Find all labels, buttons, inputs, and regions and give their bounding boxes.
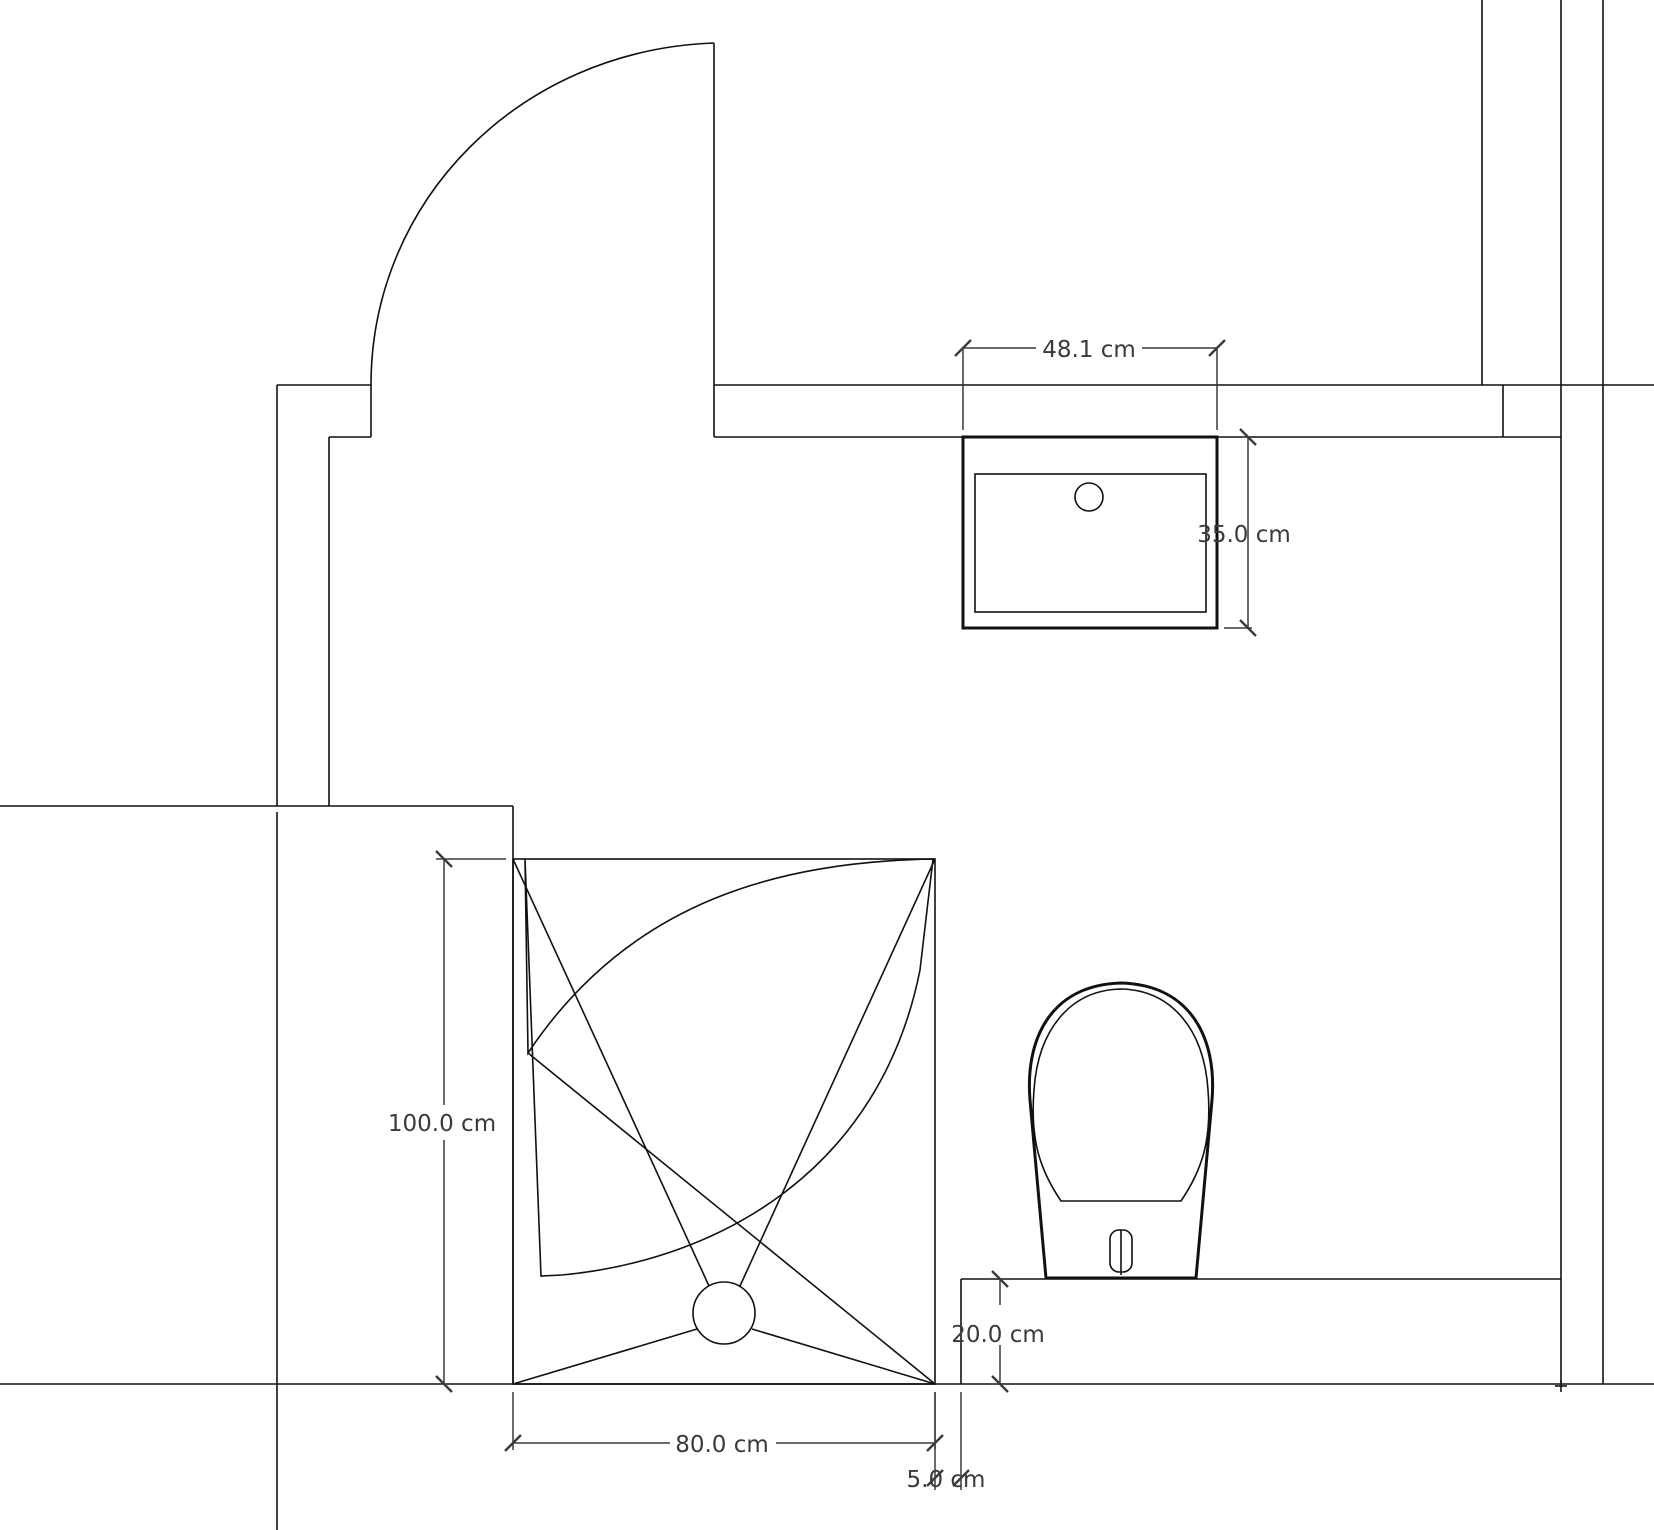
platform <box>960 1278 1561 1384</box>
shower-slope-1 <box>512 858 710 1287</box>
dimension-sink-depth: 35.0 cm <box>1197 428 1291 637</box>
toilet-seat <box>1032 988 1210 1202</box>
dim-label-shower-depth: 100.0 cm <box>388 1111 496 1137</box>
door <box>370 42 715 386</box>
sink-drain-icon <box>1074 482 1104 512</box>
dim-label-platform-depth: 20.0 cm <box>951 1322 1045 1348</box>
shower-drain-icon <box>692 1281 756 1345</box>
dimension-gap: 5.0 cm <box>907 1392 986 1493</box>
dim-label-gap: 5.0 cm <box>907 1467 986 1493</box>
dim-label-sink-depth: 35.0 cm <box>1197 522 1291 548</box>
sink-outer <box>961 435 1219 630</box>
shower-slope-3 <box>512 1328 698 1385</box>
dimension-sink-width: 48.1 cm <box>954 337 1226 430</box>
dim-label-shower-width: 80.0 cm <box>675 1432 769 1458</box>
dimension-shower-depth: 100.0 cm <box>388 850 506 1393</box>
toilet <box>1027 981 1215 1280</box>
sink-basin <box>974 473 1207 613</box>
shower-door-panel <box>524 858 934 1277</box>
dim-label-sink-width: 48.1 cm <box>1042 337 1136 363</box>
shower-tray <box>512 858 936 1385</box>
door-swing-arc <box>370 42 715 386</box>
dimension-shower-width: 80.0 cm <box>504 1392 944 1458</box>
shower <box>512 858 936 1385</box>
sink <box>961 435 1219 630</box>
dimension-platform-depth: 20.0 cm <box>951 1270 1045 1393</box>
shower-slope-4 <box>751 1328 936 1385</box>
shower-slope-5 <box>527 1052 936 1385</box>
shower-slope-2 <box>739 858 936 1287</box>
toilet-bowl-outer <box>1027 981 1215 1280</box>
